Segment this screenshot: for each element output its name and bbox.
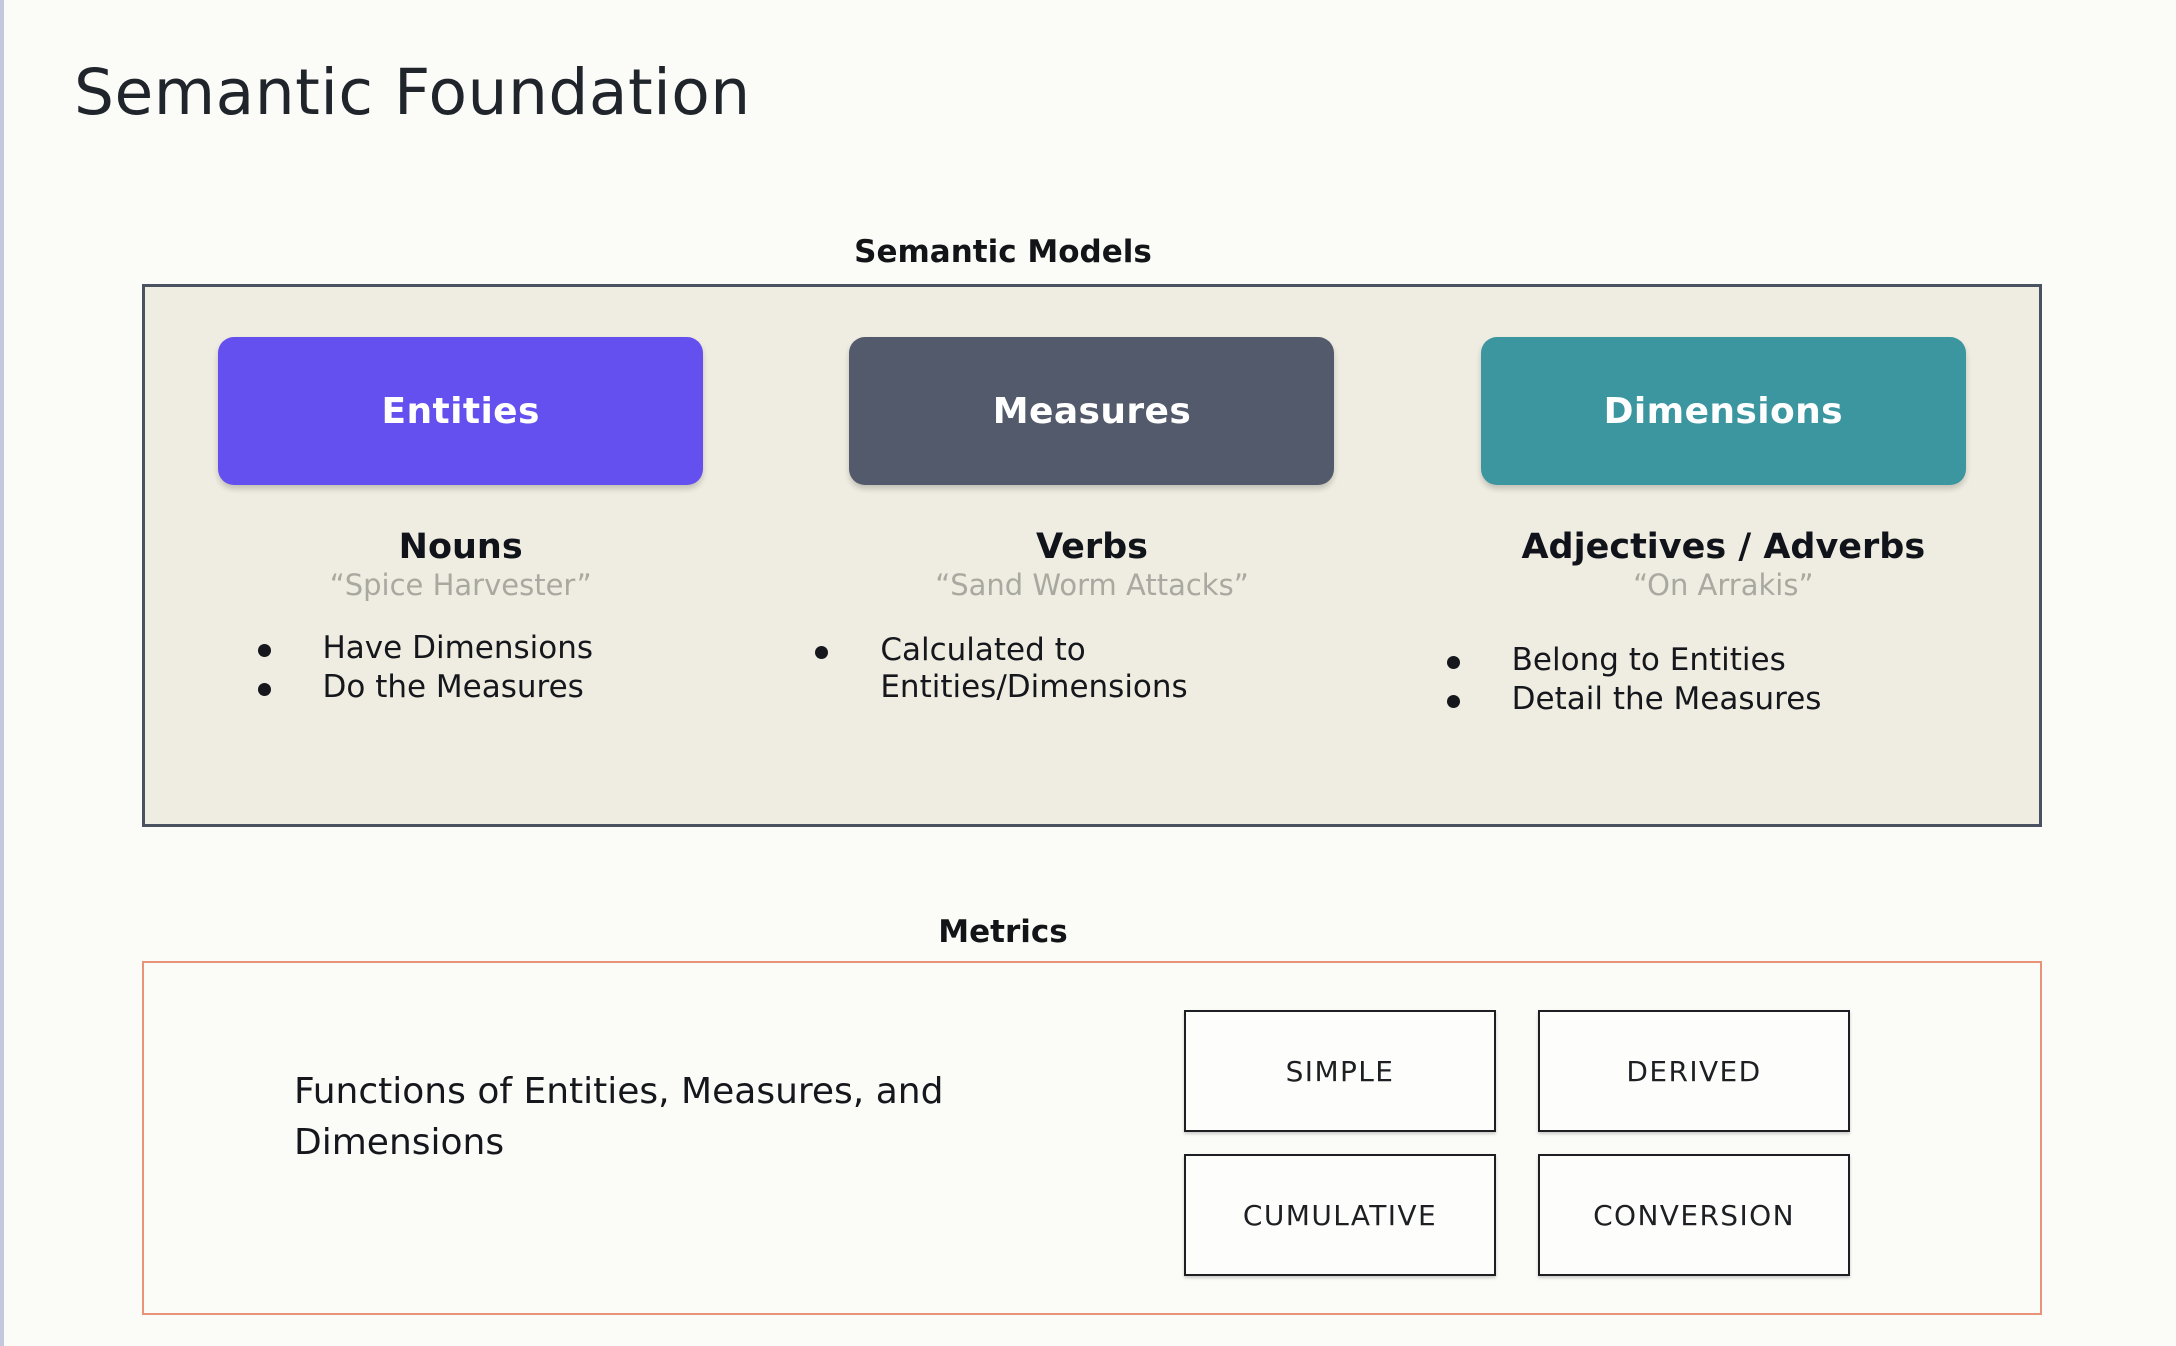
bullet-dot-icon	[257, 644, 271, 658]
semantic-column-entities: Entities Nouns “Spice Harvester” Have Di…	[145, 287, 776, 824]
semantic-models-columns: Entities Nouns “Spice Harvester” Have Di…	[145, 287, 2039, 824]
metric-type-derived[interactable]: DERIVED	[1538, 1010, 1850, 1132]
dimensions-pill[interactable]: Dimensions	[1480, 337, 1966, 485]
dimensions-example: “On Arrakis”	[1633, 567, 1814, 602]
measures-bullet-0: Calculated to Entities/Dimensions	[880, 632, 1188, 705]
metrics-panel: Functions of Entities, Measures, and Dim…	[142, 961, 2042, 1315]
measures-part-of-speech: Verbs	[1035, 527, 1149, 567]
bullet-dot-icon	[815, 646, 829, 660]
bullet-dot-icon	[257, 682, 271, 696]
semantic-models-panel: Entities Nouns “Spice Harvester” Have Di…	[142, 284, 2042, 827]
metric-type-grid: SIMPLE DERIVED CUMULATIVE CONVERSION	[1184, 1010, 1850, 1276]
metrics-description: Functions of Entities, Measures, and Dim…	[294, 1071, 944, 1164]
measures-example: “Sand Worm Attacks”	[935, 567, 1249, 602]
list-item: Detail the Measures	[1446, 680, 2078, 718]
semantic-models-caption: Semantic Models	[854, 234, 1152, 270]
metrics-caption: Metrics	[938, 914, 1068, 950]
metric-type-simple[interactable]: SIMPLE	[1184, 1010, 1496, 1132]
dimensions-part-of-speech: Adjectives / Adverbs	[1521, 527, 1926, 567]
entities-example: “Spice Harvester”	[329, 567, 592, 602]
list-item: Do the Measures	[257, 668, 889, 706]
entities-pill[interactable]: Entities	[218, 337, 704, 485]
dimensions-bullet-1: Detail the Measures	[1511, 680, 1822, 717]
measures-bullet-list: Calculated to Entities/Dimensions	[737, 632, 1446, 707]
entities-bullet-0: Have Dimensions	[322, 630, 594, 667]
bullet-dot-icon	[1446, 656, 1460, 670]
left-edge-strip	[0, 0, 4, 1346]
entities-part-of-speech: Nouns	[398, 527, 523, 567]
dimensions-bullet-list: Belong to Entities Detail the Measures	[1369, 642, 2078, 719]
entities-bullet-list: Have Dimensions Do the Measures	[33, 630, 889, 707]
list-item: Have Dimensions	[257, 630, 889, 667]
semantic-column-dimensions: Dimensions Adjectives / Adverbs “On Arra…	[1408, 287, 2039, 824]
metric-type-conversion[interactable]: CONVERSION	[1538, 1154, 1850, 1276]
bullet-dot-icon	[1446, 694, 1460, 708]
metric-type-cumulative[interactable]: CUMULATIVE	[1184, 1154, 1496, 1276]
entities-bullet-1: Do the Measures	[322, 668, 584, 705]
dimensions-bullet-0: Belong to Entities	[1511, 642, 1786, 679]
list-item: Calculated to Entities/Dimensions	[815, 632, 1446, 705]
semantic-column-measures: Measures Verbs “Sand Worm Attacks” Calcu…	[776, 287, 1407, 824]
measures-pill[interactable]: Measures	[849, 337, 1335, 485]
page-title: Semantic Foundation	[74, 56, 751, 129]
list-item: Belong to Entities	[1446, 642, 2078, 679]
